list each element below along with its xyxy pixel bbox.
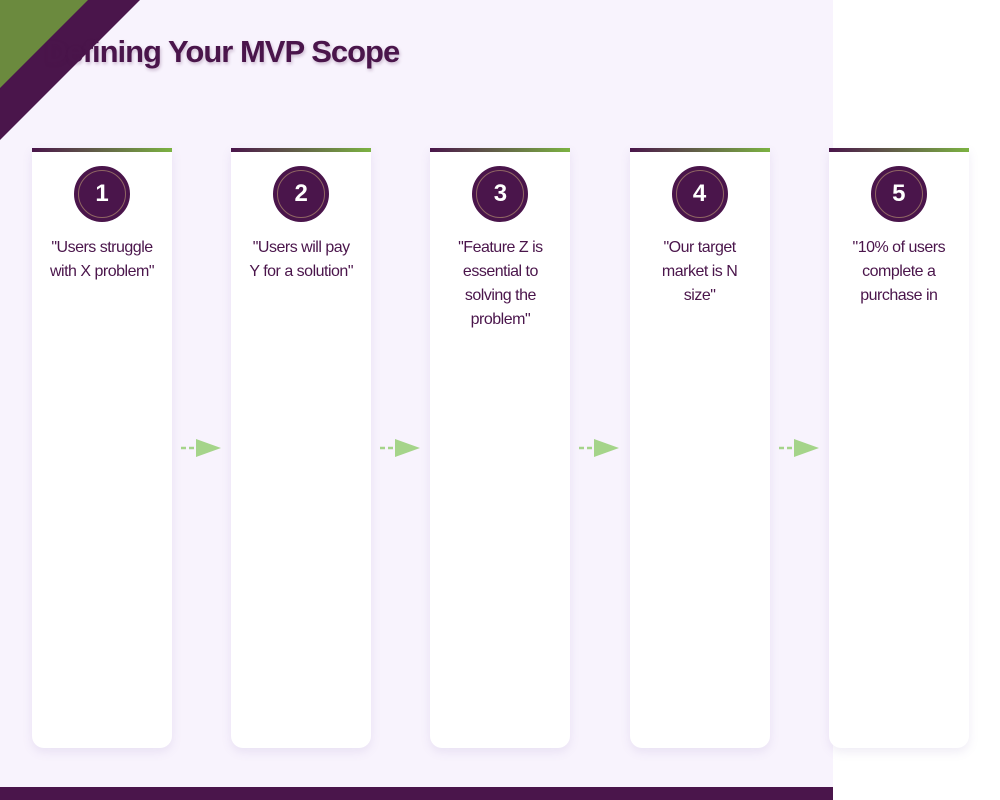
page-title: Defining Your MVP Scope xyxy=(45,34,400,69)
step-number-badge: 1 xyxy=(74,166,130,222)
dashed-arrow-right-icon xyxy=(579,439,620,457)
footer-bar xyxy=(0,787,833,800)
card-accent-bar xyxy=(430,148,571,152)
step-number-badge: 4 xyxy=(671,166,728,222)
dashed-arrow-right-icon xyxy=(181,439,221,457)
card-accent-bar xyxy=(828,148,969,152)
step-card: 2 "Users will pay Y for a solution" xyxy=(231,148,372,748)
step-number-badge: 5 xyxy=(870,166,927,222)
card-accent-bar xyxy=(32,148,172,152)
dashed-arrow-right-icon xyxy=(380,439,421,457)
card-accent-bar xyxy=(629,148,770,152)
corner-decoration xyxy=(0,0,140,140)
step-card: 1 "Users struggle with X problem" xyxy=(32,148,172,748)
step-text: "Our target market is N size" xyxy=(661,239,738,304)
step-card: 5 "10% of users complete a purchase in xyxy=(828,148,969,748)
step-text: "10% of users complete a purchase in xyxy=(852,239,946,304)
step-card: 3 "Feature Z is essential to solving the… xyxy=(430,148,571,748)
step-card: 4 "Our target market is N size" xyxy=(629,148,770,748)
card-accent-bar xyxy=(231,148,372,152)
step-text: "Feature Z is essential to solving the p… xyxy=(458,239,543,328)
dashed-arrow-right-icon xyxy=(778,439,819,457)
step-text: "Users will pay Y for a solution" xyxy=(249,239,353,280)
step-text: "Users struggle with X problem" xyxy=(50,239,155,280)
step-number-badge: 3 xyxy=(472,166,529,222)
step-number-badge: 2 xyxy=(273,166,330,222)
